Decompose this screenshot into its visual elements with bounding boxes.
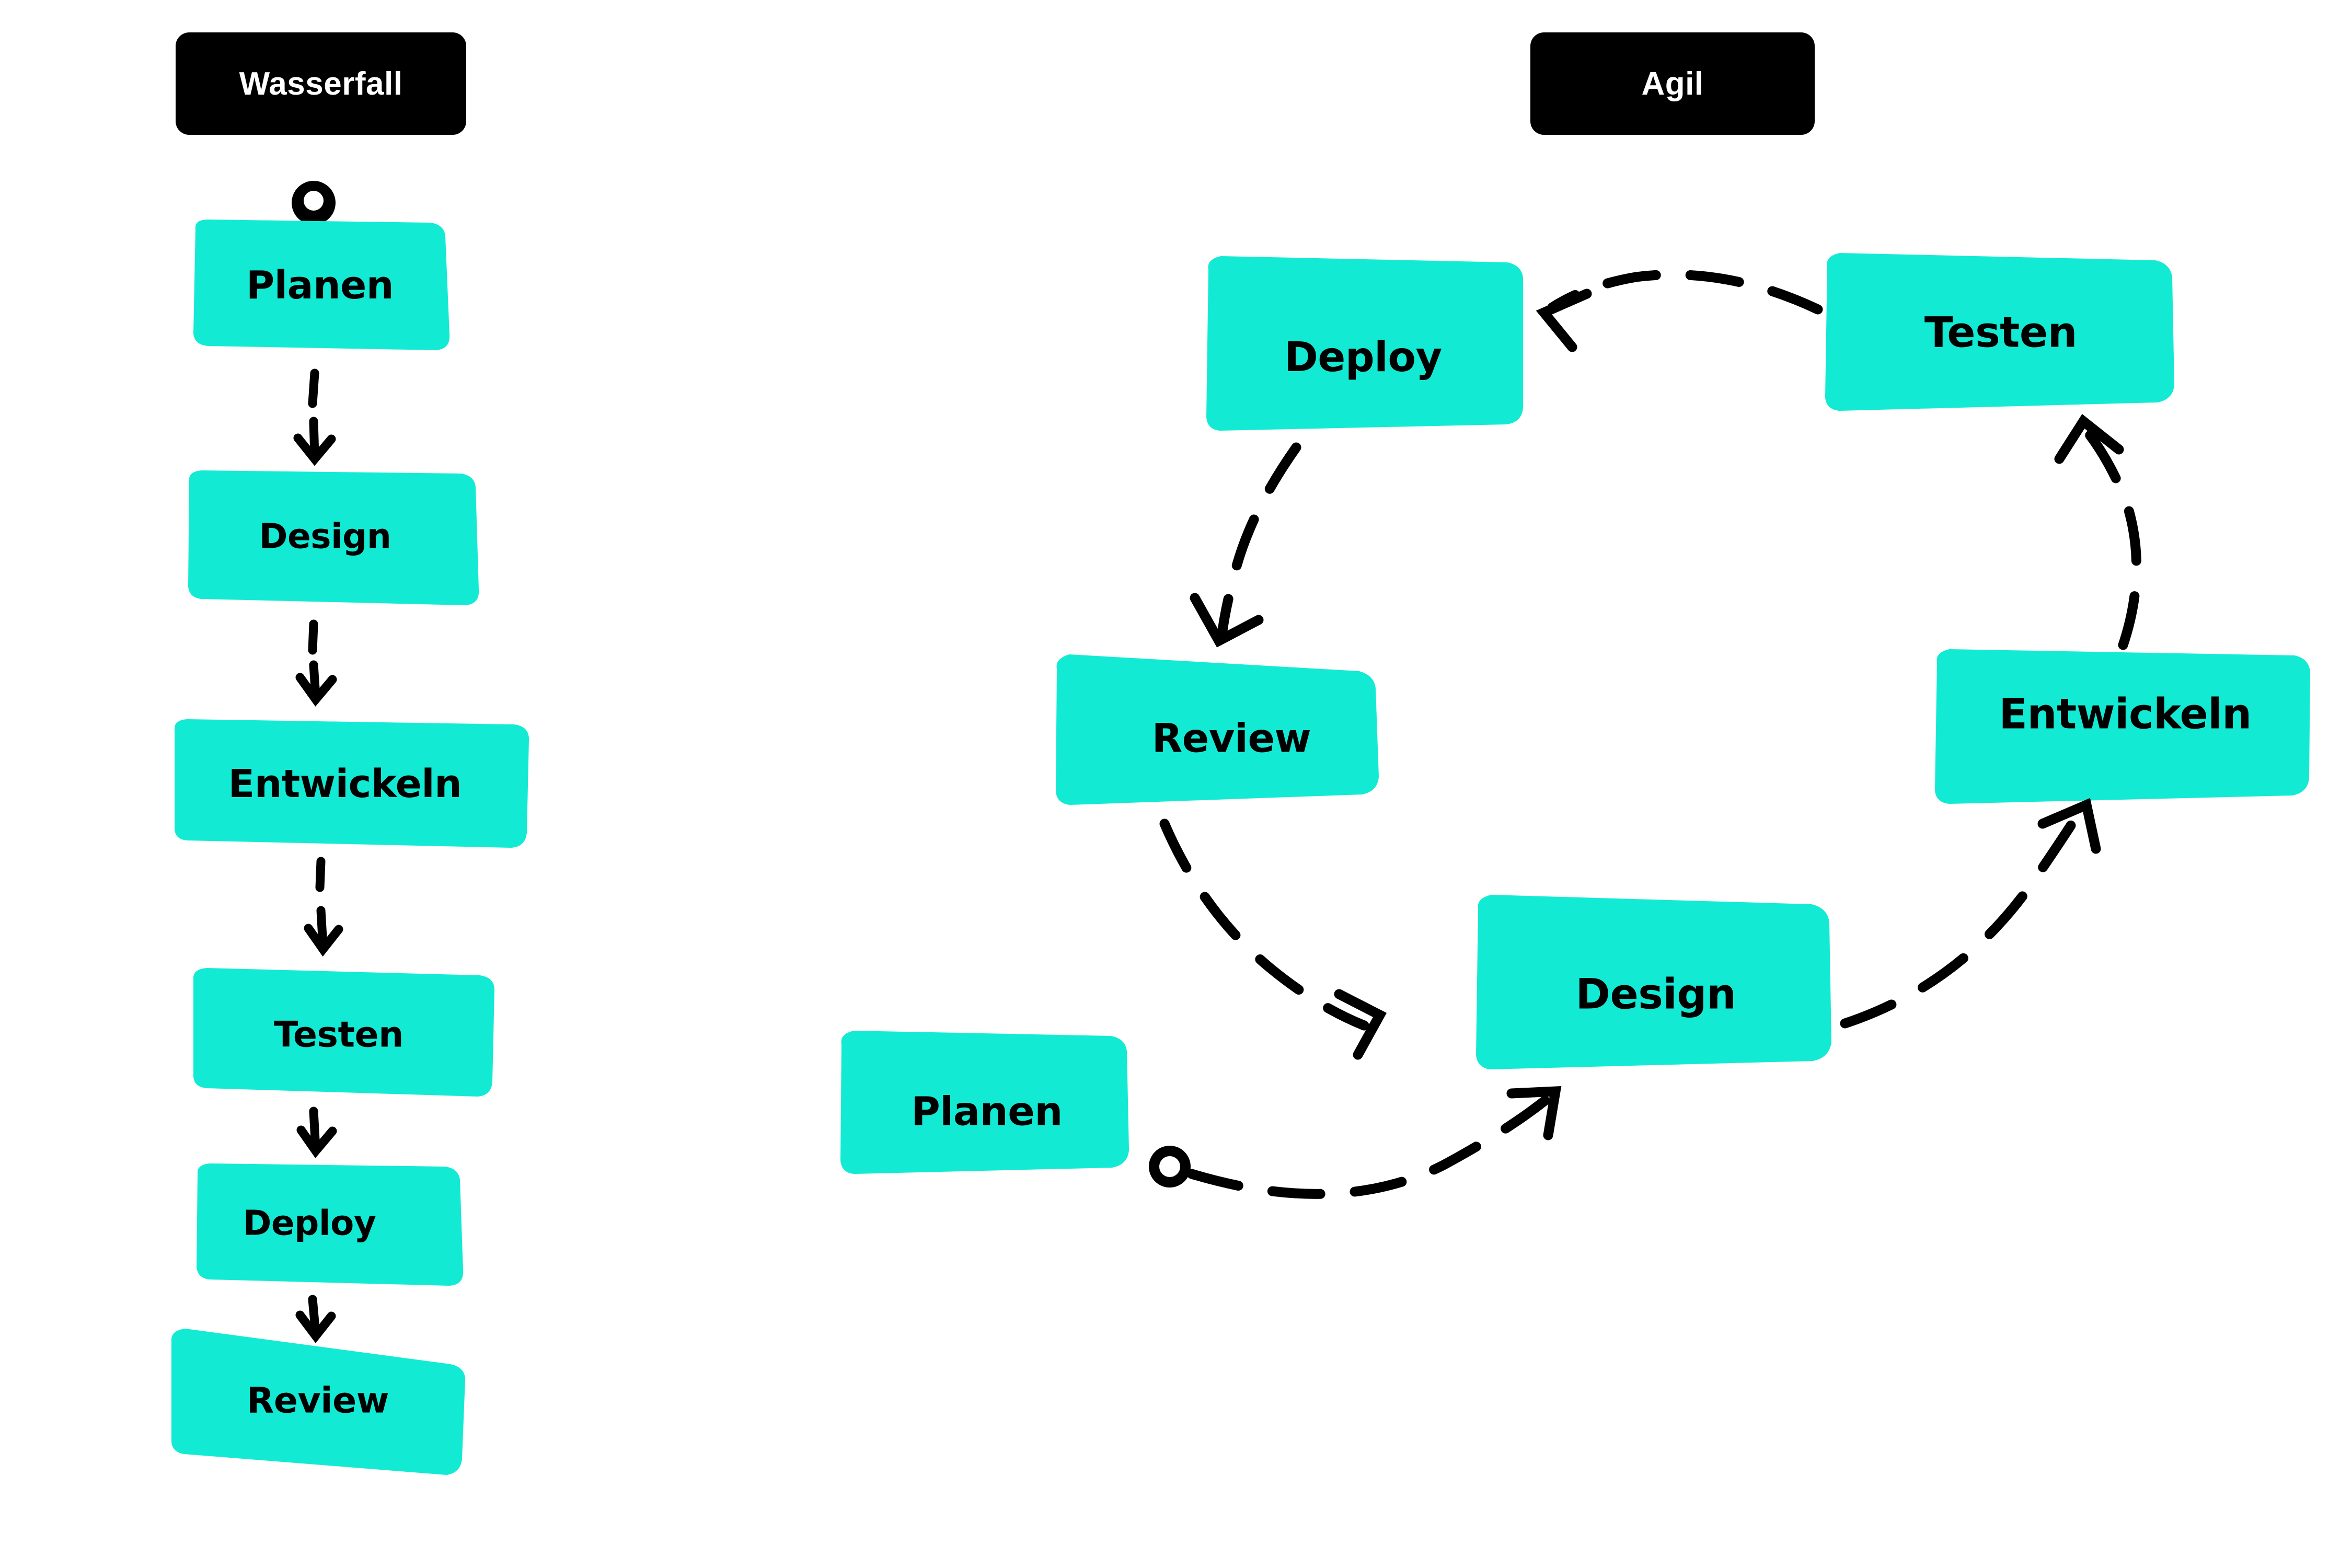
agile-node-review (1056, 654, 1379, 805)
connector-agile-planen-design (1186, 1086, 1562, 1199)
connector-testen-deploy (296, 1106, 337, 1158)
start-pin-icon (292, 181, 336, 230)
agile-node-testen (1825, 253, 2174, 411)
connector-agile-entwickeln-testen (2054, 414, 2142, 650)
panel-title-label-wasserfall: Wasserfall (239, 65, 403, 102)
start-ring-icon (1149, 1146, 1191, 1187)
waterfall-node-entwickeln (174, 719, 529, 848)
connector-entwickeln-testen (304, 857, 343, 957)
agile-node-planen (840, 1031, 1129, 1174)
connector-deploy-review (295, 1295, 336, 1343)
waterfall-node-deploy (197, 1163, 464, 1286)
waterfall-group (171, 181, 529, 1475)
connector-agile-design-entwickeln (1840, 798, 2101, 1029)
waterfall-node-design (188, 470, 479, 605)
panel-title-chip-agil[interactable]: Agil (1530, 32, 1815, 135)
waterfall-node-testen (193, 968, 494, 1097)
connector-agile-deploy-review (1190, 442, 1301, 648)
waterfall-node-planen (193, 220, 450, 350)
agile-node-deploy (1206, 256, 1523, 431)
panel-title-chip-wasserfall[interactable]: Wasserfall (176, 32, 466, 135)
connector-design-entwickeln (295, 619, 337, 707)
agile-node-entwickeln (1935, 649, 2310, 804)
panel-title-label-agil: Agil (1641, 65, 1704, 102)
connector-planen-design (293, 368, 336, 466)
agile-group (840, 253, 2310, 1199)
waterfall-node-review (171, 1329, 465, 1475)
connector-agile-testen-deploy (1536, 269, 1823, 352)
connector-agile-review-design (1159, 818, 1387, 1060)
agile-node-design (1476, 895, 1831, 1069)
